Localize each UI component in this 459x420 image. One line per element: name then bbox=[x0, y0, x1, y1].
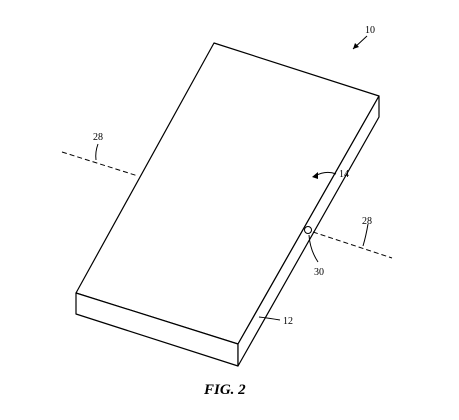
label-device-10: 10 bbox=[365, 25, 375, 36]
device-right-side bbox=[237, 95, 380, 367]
fold-axis-right bbox=[312, 231, 393, 259]
leader-hinge-point bbox=[308, 234, 319, 263]
fold-axis-left bbox=[61, 151, 139, 177]
leader-display-face-arrowhead bbox=[312, 172, 318, 179]
figure-caption: FIG. 2 bbox=[203, 382, 246, 398]
label-fold-axis-left-28: 28 bbox=[93, 132, 103, 143]
label-hinge-point-30: 30 bbox=[314, 267, 324, 278]
leader-fold-axis-right bbox=[362, 223, 369, 247]
leader-device-arrowhead bbox=[353, 43, 359, 49]
leader-fold-axis-left bbox=[95, 143, 99, 161]
label-fold-axis-right-28: 28 bbox=[362, 216, 372, 227]
label-housing-side-12: 12 bbox=[283, 316, 293, 327]
leader-housing-side bbox=[258, 316, 281, 321]
hinge-point-circle bbox=[304, 226, 312, 234]
label-display-face-14: 14 bbox=[339, 169, 349, 180]
